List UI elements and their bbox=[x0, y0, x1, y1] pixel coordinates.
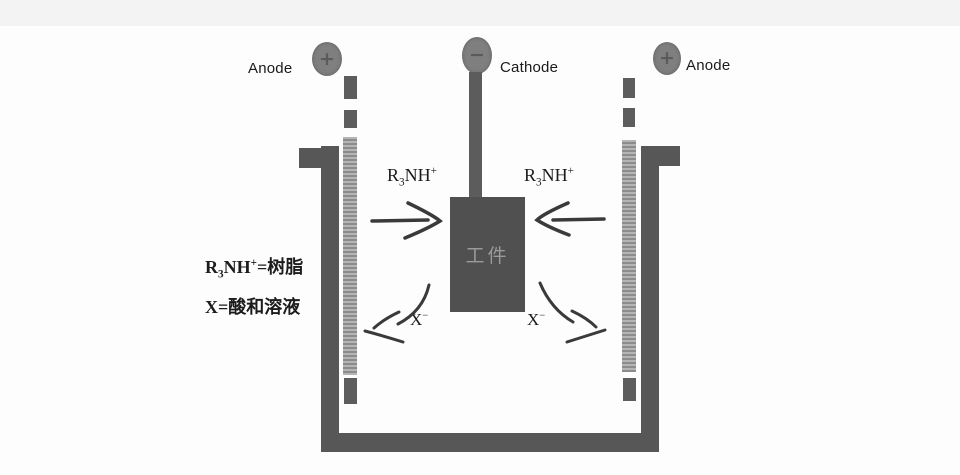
tank-right-rim-tab bbox=[659, 146, 680, 166]
anode-right-hanger-segment-2 bbox=[623, 108, 635, 127]
ion-arrow-right-shaft bbox=[551, 217, 606, 222]
x-arrow-right-head-upper bbox=[570, 309, 598, 329]
anode-terminal-left: + bbox=[312, 42, 342, 76]
anode-left-hanger-segment-1 bbox=[344, 76, 357, 99]
ion-arrow-right-head bbox=[534, 201, 571, 237]
anode-label-right: Anode bbox=[686, 57, 731, 74]
scan-top-band bbox=[0, 0, 960, 26]
x-ion-label-left: X− bbox=[410, 310, 429, 329]
x-arrow-left-head-upper bbox=[372, 310, 401, 330]
legend-acid-line: X=酸和溶液 bbox=[205, 297, 301, 317]
minus-sign: − bbox=[469, 44, 485, 66]
r3nh-ion-label-left: R3NH+ bbox=[387, 165, 437, 189]
x-arrow-right-head-lower bbox=[565, 328, 607, 344]
tank-left-wall bbox=[321, 146, 339, 452]
ion-arrow-left-shaft bbox=[370, 218, 430, 223]
plus-sign-right: + bbox=[659, 47, 675, 69]
x-arrow-left-head-lower bbox=[363, 329, 405, 344]
anode-plate-right bbox=[622, 140, 636, 372]
anode-label-left: Anode bbox=[248, 60, 293, 77]
anode-right-bottom-cap bbox=[623, 378, 636, 401]
plus-sign-left: + bbox=[319, 47, 335, 70]
anode-terminal-right: + bbox=[653, 42, 681, 75]
tank-bottom bbox=[321, 433, 659, 452]
cathode-rod bbox=[469, 72, 482, 198]
x-ion-label-right: X− bbox=[527, 310, 546, 329]
ion-arrow-left-head bbox=[403, 201, 443, 240]
anode-plate-left bbox=[343, 137, 357, 375]
anode-right-hanger-segment-1 bbox=[623, 78, 635, 98]
anode-left-bottom-cap bbox=[344, 378, 357, 404]
workpiece-label: 工件 bbox=[465, 246, 510, 267]
legend-resin-line: R3NH+=树脂 bbox=[205, 257, 304, 281]
cathode-terminal: − bbox=[462, 37, 492, 74]
cathode-label: Cathode bbox=[500, 59, 559, 76]
anode-left-hanger-segment-2 bbox=[344, 110, 357, 128]
r3nh-ion-label-right: R3NH+ bbox=[524, 165, 574, 189]
workpiece: 工件 bbox=[450, 197, 525, 312]
tank-left-rim-tab bbox=[299, 148, 321, 168]
tank-right-wall bbox=[641, 146, 659, 452]
